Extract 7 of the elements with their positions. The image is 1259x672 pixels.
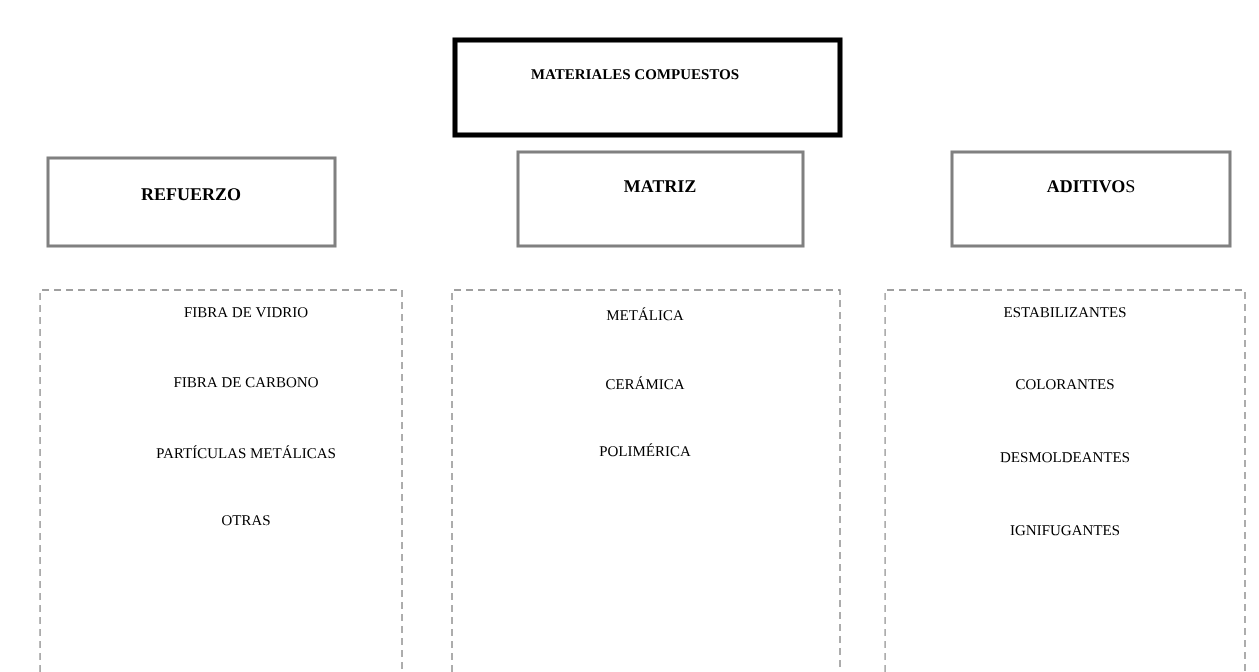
list-panel: FIBRA DE VIDRIO FIBRA DE CARBONO PARTÍCULAS METÁLICAS OTRAS bbox=[39, 289, 403, 672]
list-panel: METÁLICA CERÁMICA POLIMÉRICA bbox=[451, 289, 841, 672]
category-box: ADITIVOS bbox=[950, 150, 1232, 248]
list-panel: ESTABILIZANTES COLORANTES DESMOLDEANTES IGNIFUGANTES bbox=[884, 289, 1246, 672]
title-box: MATERIALES COMPUESTOS bbox=[452, 37, 843, 138]
category-box: MATRIZ bbox=[516, 150, 805, 248]
category-box: REFUERZO bbox=[46, 156, 337, 248]
